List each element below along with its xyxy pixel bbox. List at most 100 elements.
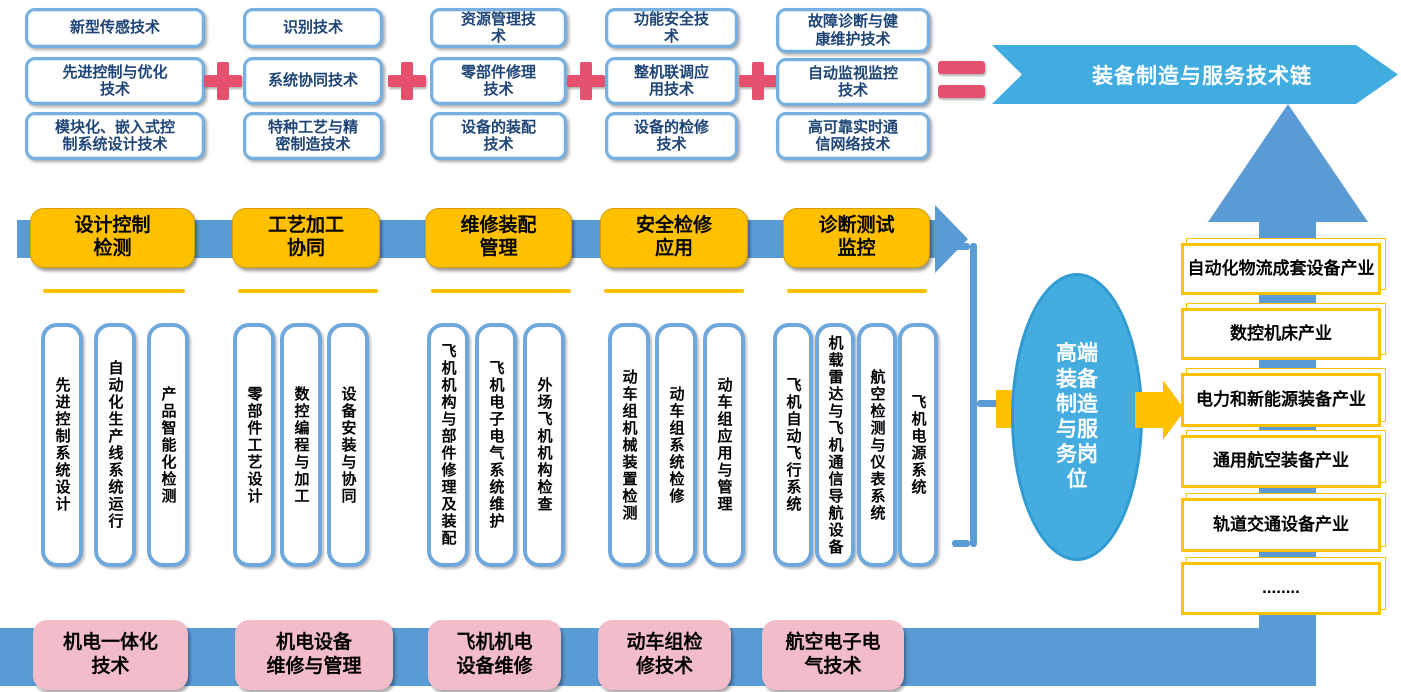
job-label: 动车组系统检修: [667, 385, 685, 505]
plus-icon: [388, 62, 426, 100]
job-label: 飞机电子电气系统维护: [487, 360, 505, 530]
job-box: 机载雷达与飞机通信导航设备: [815, 323, 855, 567]
tech-box-label: 设备的装配 技术: [460, 118, 536, 153]
stage-box: 维修装配 管理: [425, 208, 572, 268]
job-label: 动车组机械装置检测: [620, 368, 638, 522]
industry-box: 自动化物流成套设备产业: [1181, 243, 1381, 295]
job-box: 飞机自动飞行系统: [773, 323, 813, 567]
stage-label: 工艺加工 协同: [267, 215, 344, 259]
stage-box: 诊断测试 监控: [783, 208, 930, 268]
stage-box: 安全检修 应用: [600, 208, 748, 268]
stage-label: 安全检修 应用: [635, 215, 712, 259]
job-box: 自动化生产线系统运行: [94, 323, 136, 567]
plus-icon: [567, 62, 605, 100]
major-box: 机电设备 维修与管理: [235, 620, 393, 690]
equals-icon: [938, 61, 985, 98]
bracket-top-foot: [954, 243, 970, 250]
stage-underline: [431, 289, 571, 293]
up-arrow-head: [1208, 104, 1368, 222]
tech-box: 自动监视监控 技术: [776, 58, 930, 106]
bracket-mid-stub: [977, 400, 998, 407]
yellow-arrow-body: [1135, 392, 1163, 428]
job-label: 飞机自动飞行系统: [784, 377, 802, 513]
tech-chain-banner-label: 装备制造与服务技术链: [1092, 64, 1312, 88]
stage-label: 设计控制 检测: [74, 215, 151, 259]
bracket-bottom-foot: [952, 540, 970, 547]
job-box: 设备安装与协同: [327, 323, 369, 567]
tech-box-label: 资源管理技 术: [460, 10, 536, 45]
major-box: 航空电子电 气技术: [762, 620, 904, 690]
tech-box: 零部件修理 技术: [430, 57, 567, 105]
tech-box: 设备的装配 技术: [430, 112, 567, 160]
tech-box: 故障诊断与健 康维护技术: [776, 8, 930, 53]
job-label: 产品智能化检测: [159, 385, 177, 505]
jobs-ellipse: 高端装备制造与服务岗位: [1011, 273, 1143, 561]
tech-chain-banner: 装备制造与服务技术链: [992, 45, 1398, 104]
stage-label: 诊断测试 监控: [818, 215, 895, 259]
tech-box: 整机联调应 用技术: [605, 57, 738, 105]
stage-underline: [43, 289, 185, 293]
industry-box: 电力和新能源装备产业: [1181, 373, 1381, 427]
job-box: 动车组系统检修: [655, 323, 697, 567]
job-label: 动车组应用与管理: [715, 377, 733, 513]
tech-box: 识别技术: [243, 8, 383, 48]
job-box: 动车组应用与管理: [703, 323, 745, 567]
industry-label: 轨道交通设备产业: [1213, 514, 1349, 534]
tech-box-label: 识别技术: [282, 19, 343, 37]
job-label: 机载雷达与飞机通信导航设备: [826, 334, 844, 556]
tech-box: 高可靠实时通 信网络技术: [776, 112, 930, 160]
job-box: 先进控制系统设计: [41, 323, 83, 567]
tech-box-label: 特种工艺与精 密制造技术: [267, 118, 358, 153]
tech-box-label: 先进控制与优化 技术: [62, 63, 168, 98]
industry-label: ........: [1262, 578, 1300, 598]
industry-box: 数控机床产业: [1181, 308, 1381, 360]
major-box: 机电一体化 技术: [33, 620, 188, 690]
tech-box: 资源管理技 术: [430, 8, 567, 48]
industry-box: ........: [1181, 562, 1381, 615]
job-label: 航空检测与仪表系统: [868, 368, 886, 522]
major-label: 机电一体化 技术: [62, 632, 158, 677]
job-box: 数控编程与加工: [280, 323, 322, 567]
industry-box: 轨道交通设备产业: [1181, 498, 1381, 552]
job-box: 外场飞机机构检查: [523, 323, 565, 567]
tech-box: 特种工艺与精 密制造技术: [243, 112, 383, 160]
process-arrowhead-icon: [935, 205, 968, 273]
job-label: 飞机电源系统: [909, 394, 927, 496]
tech-box-label: 自动监视监控 技术: [807, 64, 898, 99]
job-box: 动车组机械装置检测: [608, 323, 650, 567]
stage-underline: [238, 289, 378, 293]
job-label: 设备安装与协同: [339, 385, 357, 505]
stage-underline: [604, 289, 744, 293]
tech-box-label: 高可靠实时通 信网络技术: [807, 118, 898, 153]
stage-box: 工艺加工 协同: [232, 208, 380, 268]
bracket-line: [970, 243, 977, 547]
stage-underline: [787, 289, 927, 293]
tech-box-label: 整机联调应 用技术: [633, 63, 709, 98]
plus-icon: [204, 62, 242, 100]
major-label: 机电设备 维修与管理: [266, 632, 362, 677]
job-label: 自动化生产线系统运行: [106, 360, 124, 530]
job-label: 数控编程与加工: [292, 385, 310, 505]
tech-box: 先进控制与优化 技术: [25, 57, 205, 105]
job-label: 外场飞机机构检查: [535, 377, 553, 513]
tech-box-label: 故障诊断与健 康维护技术: [807, 13, 898, 48]
major-label: 动车组检 修技术: [626, 632, 703, 677]
jobs-ellipse-label: 高端装备制造与服务岗位: [1056, 342, 1098, 492]
tech-box: 系统协同技术: [243, 57, 383, 105]
yellow-arrow-head-icon: [1163, 380, 1185, 440]
tech-box: 新型传感技术: [25, 8, 205, 48]
tech-box-label: 模块化、嵌入式控 制系统设计技术: [54, 118, 175, 153]
job-box: 飞机电源系统: [898, 323, 938, 567]
major-box: 动车组检 修技术: [598, 620, 731, 690]
tech-box-label: 功能安全技 术: [633, 10, 709, 45]
stage-box: 设计控制 检测: [30, 208, 195, 268]
job-label: 飞机机构与部件修理及装配: [439, 343, 457, 547]
industry-label: 电力和新能源装备产业: [1196, 389, 1366, 409]
tech-box: 设备的检修 技术: [605, 112, 738, 160]
tech-box-label: 设备的检修 技术: [633, 118, 709, 153]
major-label: 航空电子电 气技术: [785, 632, 881, 677]
tech-box: 模块化、嵌入式控 制系统设计技术: [25, 112, 205, 160]
industry-label: 自动化物流成套设备产业: [1187, 258, 1375, 278]
industry-label: 数控机床产业: [1230, 323, 1332, 343]
job-box: 飞机电子电气系统维护: [475, 323, 517, 567]
